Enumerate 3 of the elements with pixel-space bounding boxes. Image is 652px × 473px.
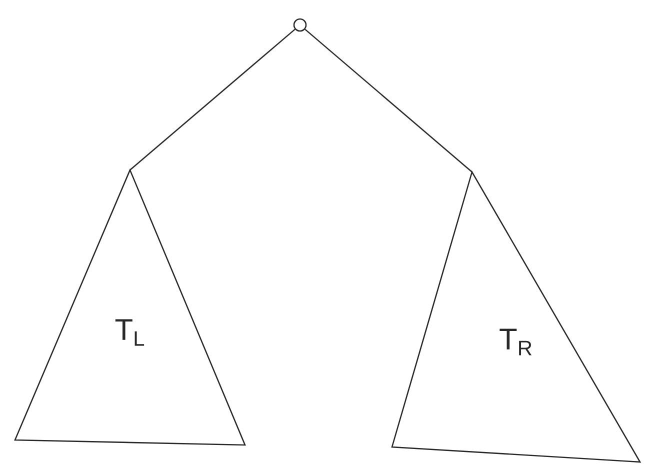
root-circle xyxy=(293,18,307,32)
tree-edge xyxy=(130,28,296,170)
tree-edge xyxy=(304,28,472,172)
